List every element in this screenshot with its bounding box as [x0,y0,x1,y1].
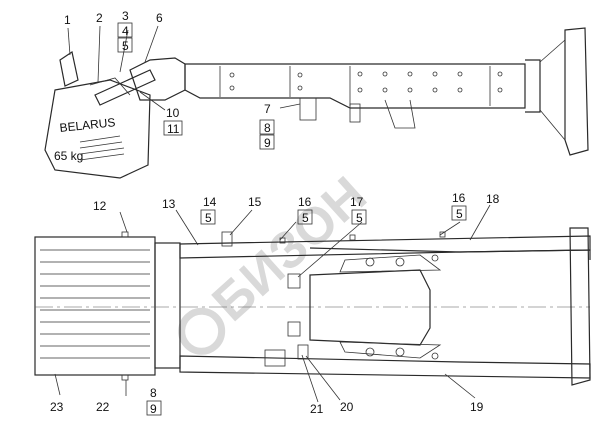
callout-13: 13 [162,197,176,211]
callout-5: 5 [122,39,129,53]
callout-8: 8 [264,121,271,135]
callout-7: 7 [264,102,271,116]
callout-4: 4 [122,24,129,38]
callout-9-lower: 9 [150,402,157,416]
weight-brand-text: BELARUS [59,115,116,135]
callout-14: 14 [203,195,217,209]
callout-22: 22 [96,400,110,414]
callout-21: 21 [310,402,324,416]
callout-20: 20 [340,400,354,414]
callout-3: 3 [122,9,129,23]
callout-17-sub: 5 [356,211,363,225]
leader-lines [54,25,491,403]
callout-2: 2 [96,11,103,25]
callout-12: 12 [93,199,107,213]
watermark: БИЗОН [178,166,378,355]
callout-23: 23 [50,400,64,414]
callout-10: 10 [166,106,180,120]
callout-16-sub: 5 [302,211,309,225]
callout-9: 9 [264,136,271,150]
callout-1: 1 [64,13,71,27]
callout-14-sub: 5 [205,211,212,225]
callout-16-right-sub: 5 [456,207,463,221]
callout-16: 16 [298,195,312,209]
callouts: 1 2 3 4 5 6 10 11 7 8 9 12 13 14 5 15 16… [50,9,500,416]
plan-view [34,227,591,386]
callout-18: 18 [486,192,500,206]
callout-19: 19 [470,400,484,414]
callout-8-lower: 8 [150,386,157,400]
callout-16-right: 16 [452,191,466,205]
callout-15: 15 [248,195,262,209]
callout-11: 11 [167,122,180,136]
side-view: BELARUS 65 kg [44,27,589,179]
callout-17: 17 [350,195,364,209]
weight-mass-text: 65 kg [54,149,83,163]
callout-6: 6 [156,11,163,25]
